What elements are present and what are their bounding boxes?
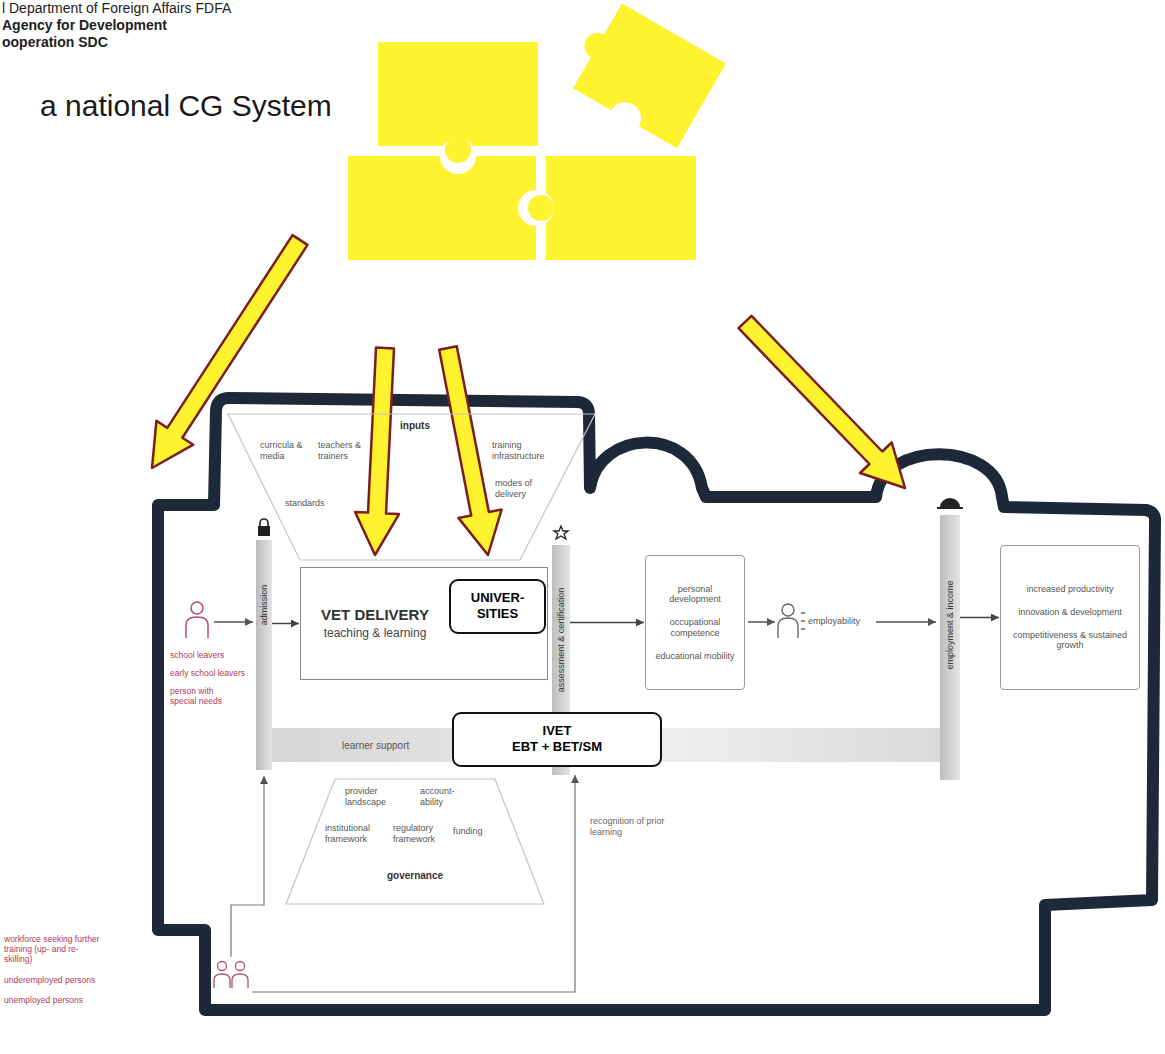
area-text: regulatory framework bbox=[393, 823, 449, 845]
employability-icon bbox=[778, 604, 805, 638]
puzzle-pieces bbox=[348, 0, 726, 260]
area-text: account- ability bbox=[420, 786, 470, 808]
bar-text: assessment & certification bbox=[556, 588, 566, 693]
flow-line bbox=[252, 775, 575, 992]
yellow-arrow bbox=[739, 316, 906, 488]
area-text: provider landscape bbox=[345, 786, 401, 808]
node-text: VET DELIVERY bbox=[321, 606, 429, 625]
label-text: underemployed persons bbox=[4, 975, 134, 985]
puzzle-piece bbox=[348, 156, 536, 260]
system-outline bbox=[158, 398, 1155, 1010]
area-text: curricula & media bbox=[260, 440, 312, 462]
area-text: funding bbox=[453, 826, 493, 837]
label-text: workforce seeking further training (up- … bbox=[4, 934, 104, 965]
puzzle-piece bbox=[554, 0, 726, 162]
node-text: occupational competence bbox=[652, 617, 738, 639]
governance-area: provider landscape account- ability instit… bbox=[285, 778, 545, 905]
flow-connector bbox=[272, 623, 299, 625]
trapezoid-outline bbox=[222, 412, 600, 562]
admission-bar: admission bbox=[256, 540, 272, 770]
flow-connector bbox=[570, 622, 644, 624]
delivery-box: VET DELIVERYteaching & learning UNIVER- S… bbox=[300, 567, 548, 680]
label-text: early school leavers bbox=[170, 668, 254, 678]
helmet-icon bbox=[937, 498, 963, 508]
header-text: l Department of Foreign Affairs FDFA bbox=[2, 0, 231, 17]
label-text: unemployed persons bbox=[4, 995, 134, 1005]
puzzle-tab bbox=[528, 195, 554, 221]
band-text: learner support bbox=[342, 740, 409, 751]
trapezoid-line bbox=[286, 779, 544, 904]
node-text: EBT + BET/SM bbox=[512, 739, 602, 755]
impact-box: increased productivity innovation & devel… bbox=[1000, 545, 1140, 690]
puzzle-notch bbox=[518, 190, 554, 226]
node-text: competitiveness & sustained growth bbox=[1007, 630, 1133, 652]
node-text: IVET bbox=[543, 723, 572, 739]
bar-text: employment & income bbox=[945, 580, 955, 669]
area-text: standards bbox=[285, 498, 335, 509]
header-text: ooperation SDC bbox=[2, 34, 108, 51]
outcome-box: personal development occupational compete… bbox=[645, 555, 745, 690]
star-icon bbox=[554, 526, 568, 539]
area-text: institutional framework bbox=[325, 823, 387, 845]
node-text: increased productivity bbox=[1026, 584, 1113, 595]
yellow-arrows bbox=[152, 235, 905, 555]
yellow-arrow bbox=[439, 346, 501, 555]
area-text: governance bbox=[375, 870, 455, 882]
group-icon bbox=[214, 962, 248, 989]
yellow-arrow bbox=[152, 235, 308, 468]
flow-arrow bbox=[214, 621, 253, 623]
lock-icon bbox=[258, 519, 270, 536]
area-text: training infrastructure bbox=[492, 440, 558, 462]
flow-line bbox=[231, 776, 264, 957]
label-text: school leavers bbox=[170, 650, 254, 660]
node-text: teaching & learning bbox=[324, 626, 427, 641]
area-text: inputs bbox=[400, 420, 444, 432]
label-text: recognition of prior learning bbox=[590, 816, 668, 838]
flow-arrow bbox=[748, 621, 775, 623]
area-text: teachers & trainers bbox=[318, 440, 368, 462]
trapezoid-line bbox=[228, 414, 595, 560]
callout-box: UNIVER- SITIES bbox=[449, 579, 546, 634]
person-icon bbox=[186, 602, 208, 638]
node-text: personal development bbox=[652, 584, 738, 606]
puzzle-notch bbox=[440, 138, 476, 174]
node-text: innovation & development bbox=[1018, 607, 1122, 618]
yellow-arrow bbox=[355, 348, 399, 555]
label-text: person with special needs bbox=[170, 686, 242, 706]
area-text: modes of delivery bbox=[495, 478, 545, 500]
flow-connector bbox=[960, 617, 999, 619]
bar-text: admission bbox=[259, 585, 269, 626]
callout-box: IVETEBT + BET/SM bbox=[452, 712, 662, 767]
node-text: educational mobility bbox=[655, 651, 734, 662]
inputs-area: inputs curricula & media teachers & traine… bbox=[222, 412, 600, 562]
diagram-title: a national CG System bbox=[40, 88, 332, 124]
puzzle-piece bbox=[378, 42, 538, 146]
label-text: employability bbox=[808, 616, 860, 627]
flow-arrow bbox=[876, 621, 936, 623]
puzzle-tab bbox=[445, 137, 471, 163]
employment-bar: employment & income bbox=[940, 515, 960, 780]
header-text: Agency for Development bbox=[2, 17, 167, 34]
node-text: UNIVER- SITIES bbox=[457, 590, 538, 623]
puzzle-piece bbox=[546, 156, 696, 260]
